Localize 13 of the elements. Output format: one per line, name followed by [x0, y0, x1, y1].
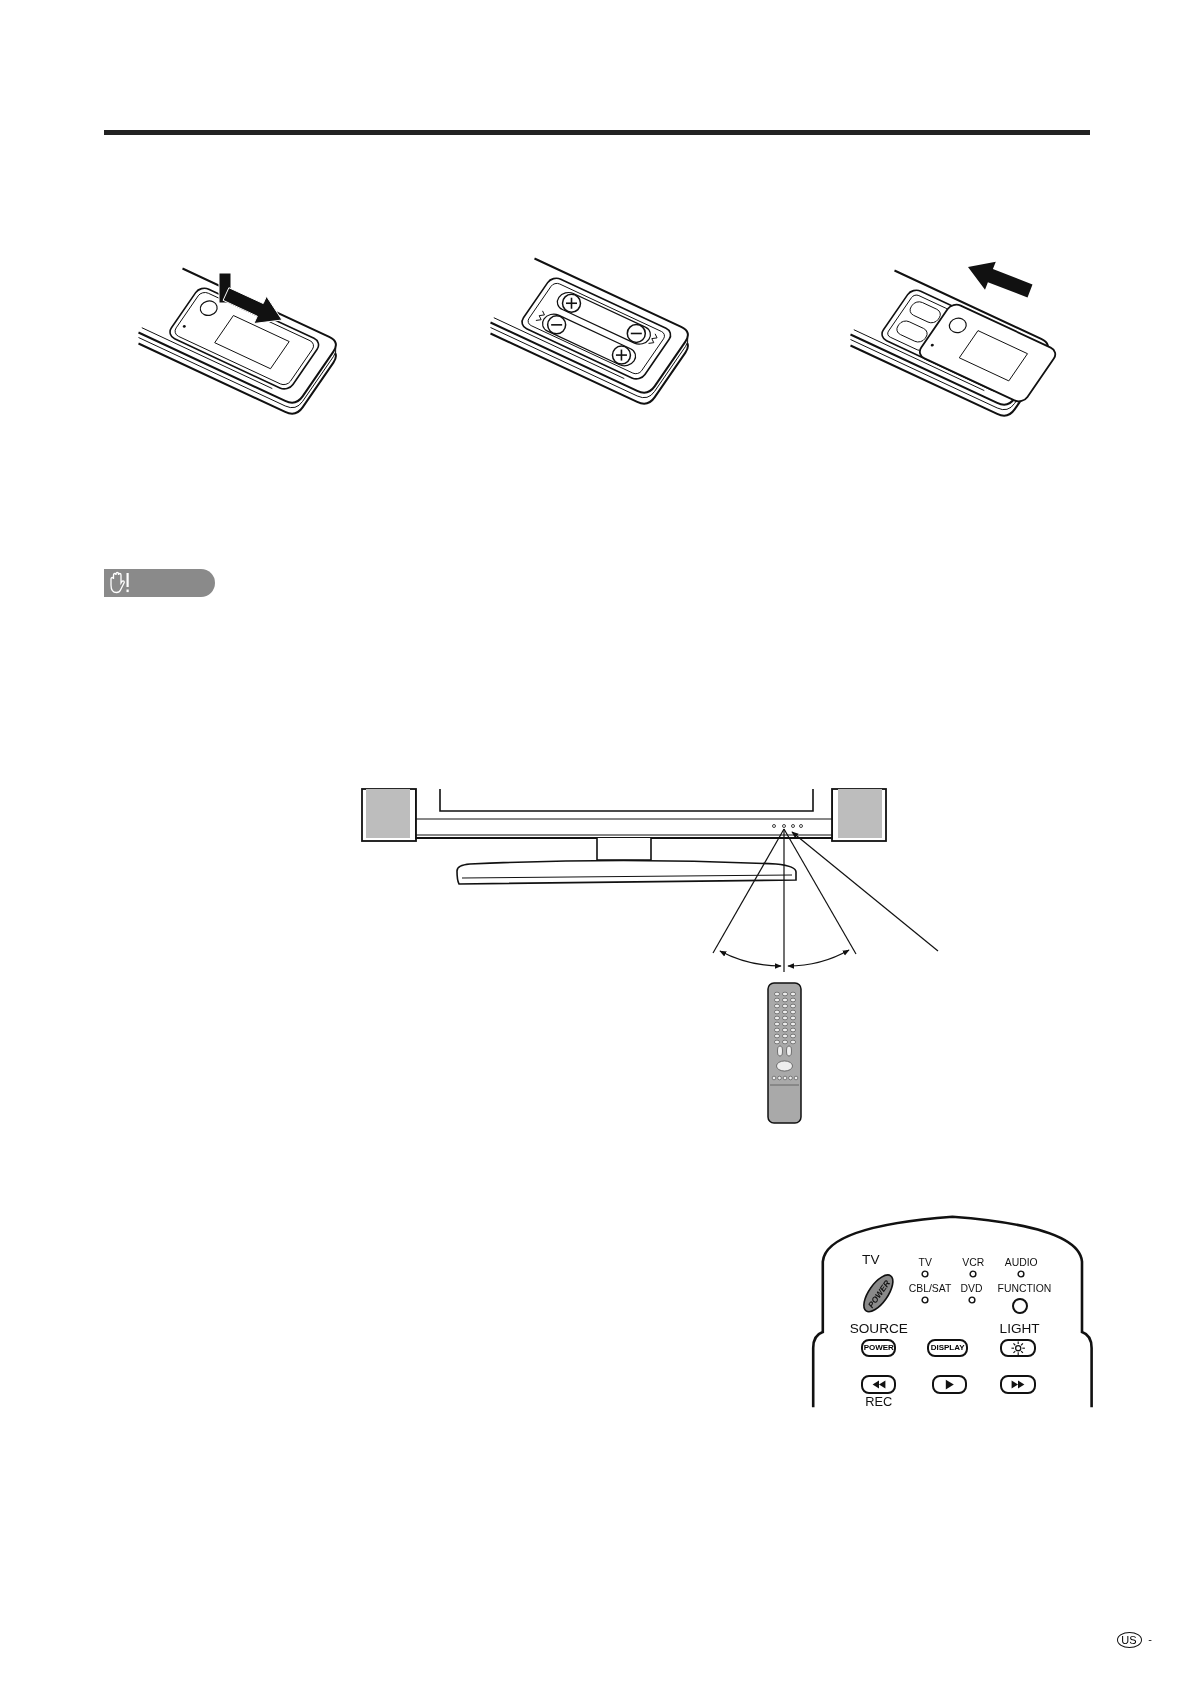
power-button: POWER	[861, 1339, 897, 1357]
device-label: TV	[862, 1253, 880, 1267]
button-caption: FUNCTION	[997, 1283, 1052, 1294]
mode-label: DVD	[960, 1283, 983, 1294]
display-button: DISPLAY	[926, 1339, 969, 1357]
button-caption: LIGHT	[999, 1322, 1040, 1336]
button-caption: REC	[865, 1396, 893, 1409]
mode-label: CBL/SAT	[908, 1283, 952, 1294]
page-number: -	[1148, 1633, 1152, 1645]
mode-label: VCR	[962, 1258, 985, 1269]
mode-label: TV	[918, 1258, 932, 1269]
button-caption: SOURCE	[849, 1322, 908, 1336]
mode-label: AUDIO	[1004, 1258, 1038, 1269]
